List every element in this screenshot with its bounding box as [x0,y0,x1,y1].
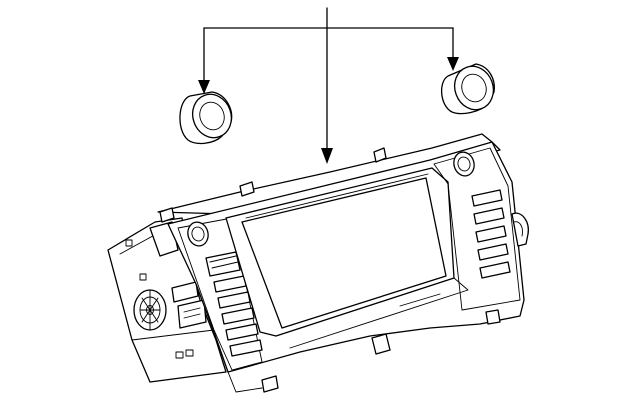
knob-socket-left [187,221,209,247]
arrowhead-left-knob [198,80,210,94]
knob-left [179,91,233,145]
fan-icon [133,289,167,331]
arrowhead-right-knob [447,57,459,71]
knob-icon [453,65,495,111]
knob-right [441,63,495,115]
display-unit [107,133,529,393]
display-screen [241,177,447,329]
arrowhead-display-unit [321,148,333,164]
knob-socket-right [453,151,475,177]
callout-leaders [198,7,459,164]
knob-icon [191,93,233,139]
right-buttons [471,189,511,279]
